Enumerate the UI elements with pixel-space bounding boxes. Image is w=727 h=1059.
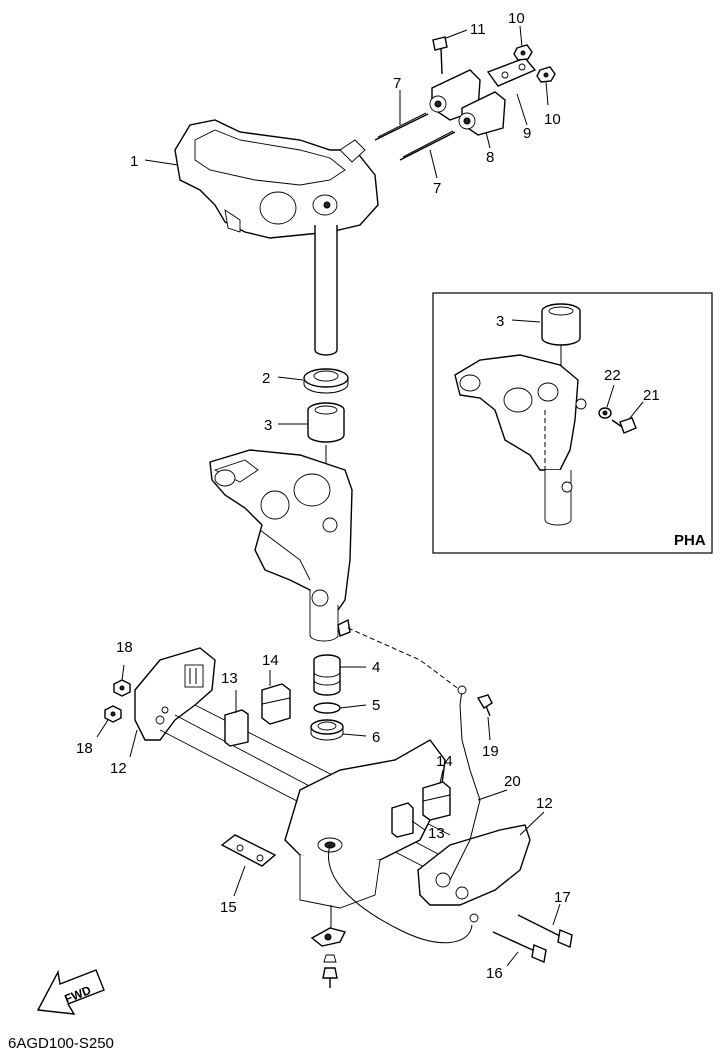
inset-callout-22: 22 xyxy=(604,367,621,384)
callout-labels: 1 2 3 4 5 6 7 7 8 9 10 10 11 12 12 13 13… xyxy=(76,10,571,982)
nut-part-upper xyxy=(513,44,533,61)
callout-1: 1 xyxy=(130,153,138,170)
washer-part xyxy=(303,368,349,394)
callout-18-lower: 18 xyxy=(76,740,93,757)
inset-title: PHA xyxy=(674,532,706,549)
diagram-code: 6AGD100-S250 xyxy=(8,1035,114,1052)
clamp-bracket-right xyxy=(417,824,531,906)
callout-6: 6 xyxy=(372,729,380,746)
callout-16: 16 xyxy=(486,965,503,982)
friction-pad-right-13 xyxy=(391,802,414,838)
seal-part xyxy=(310,719,344,741)
inset-callout-3: 3 xyxy=(496,313,504,330)
inset-frame xyxy=(432,292,713,554)
swivel-housing xyxy=(209,449,353,642)
callout-13-left: 13 xyxy=(221,670,238,687)
callout-5: 5 xyxy=(372,697,380,714)
nut-part-18-lower xyxy=(104,705,122,723)
callout-14-right: 14 xyxy=(436,753,453,770)
callout-7-upper: 7 xyxy=(393,75,401,92)
clamp-bracket-part xyxy=(429,69,506,136)
steering-shaft xyxy=(314,225,338,356)
through-bolt-16 xyxy=(492,931,547,963)
callout-12-right: 12 xyxy=(536,795,553,812)
inset-bushing-part xyxy=(541,303,581,346)
callout-20: 20 xyxy=(504,773,521,790)
nut-part-18-upper xyxy=(113,679,131,697)
callout-10-lower: 10 xyxy=(544,111,561,128)
callout-2: 2 xyxy=(262,370,270,387)
callout-14-left: 14 xyxy=(262,652,279,669)
bushing-part xyxy=(307,402,345,443)
stud-bolt-lower xyxy=(399,130,456,161)
callout-10-upper: 10 xyxy=(508,10,525,27)
clamp-plate-part xyxy=(220,834,277,867)
leader-lines xyxy=(96,25,561,967)
fwd-arrow-icon: FWD xyxy=(36,969,105,1015)
callout-15: 15 xyxy=(220,899,237,916)
nut-part-lower xyxy=(536,66,556,83)
inset-washer-part xyxy=(598,407,612,419)
swivel-bracket-part xyxy=(174,119,379,239)
callout-3: 3 xyxy=(264,417,272,434)
callout-13-right: 13 xyxy=(428,825,445,842)
friction-pad-left-13 xyxy=(224,709,249,747)
bolt-part xyxy=(432,36,448,75)
callout-9: 9 xyxy=(523,125,531,142)
callout-19: 19 xyxy=(482,743,499,760)
stud-bolt-upper xyxy=(374,112,429,141)
callout-8: 8 xyxy=(486,149,494,166)
callout-17: 17 xyxy=(554,889,571,906)
inset-housing-part xyxy=(454,354,587,526)
friction-pad-right-14 xyxy=(422,781,451,821)
callout-7-lower: 7 xyxy=(433,180,441,197)
inset-bolt-part xyxy=(611,417,637,434)
inset-callout-21: 21 xyxy=(643,387,660,404)
friction-pad-left-14 xyxy=(261,683,291,725)
plate-part xyxy=(486,57,537,87)
o-ring-part xyxy=(313,702,341,714)
through-bolt-17 xyxy=(517,914,573,948)
callout-11: 11 xyxy=(470,21,486,38)
callout-4: 4 xyxy=(372,659,380,676)
ground-wire-part xyxy=(328,685,481,944)
inset-panel: 3 22 21 PHA xyxy=(432,292,713,554)
bolt-part-19 xyxy=(476,694,493,717)
ground-terminal-part xyxy=(310,905,347,988)
callout-12-left: 12 xyxy=(110,760,127,777)
bushing-lower-part xyxy=(313,654,341,696)
callout-18-upper: 18 xyxy=(116,639,133,656)
clamp-bracket-left xyxy=(134,647,216,741)
